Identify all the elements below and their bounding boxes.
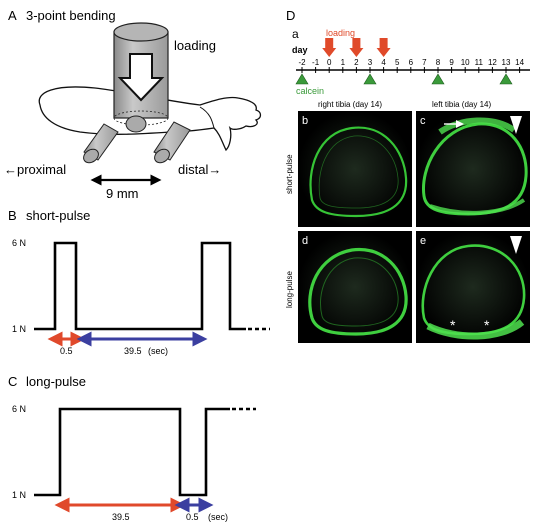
loading-day-arrow-icon: [376, 38, 391, 57]
timeline-calcein-label: calcein: [296, 86, 324, 96]
timeline-day-number: 7: [422, 58, 427, 67]
micrograph-d-label: d: [302, 235, 308, 247]
timeline-day-number: -1: [312, 58, 320, 67]
asterisk-icon: *: [484, 317, 490, 333]
timeline-day-label: day: [292, 45, 308, 55]
panel-a-title: 3-point bending: [26, 8, 116, 23]
c-y-high-label: 6 N: [12, 404, 26, 414]
calcein-day-triangle-icon: [431, 73, 445, 85]
arrowhead-marker-icon: [510, 236, 522, 254]
calcein-day-triangle-icon: [363, 73, 377, 85]
loading-day-arrow-icon: [322, 38, 337, 57]
distal-label: distal→: [178, 162, 221, 177]
micrograph-c: c: [416, 111, 530, 227]
b-y-high-label: 6 N: [12, 238, 26, 248]
b-y-low-label: 1 N: [12, 324, 26, 334]
timeline-day-number: 8: [436, 58, 441, 67]
calcein-day-triangle-icon: [499, 73, 513, 85]
span-label: 9 mm: [106, 186, 139, 201]
timeline-day-number: 5: [395, 58, 400, 67]
timeline-day-number: 1: [341, 58, 346, 67]
loading-day-arrow-icon: [349, 38, 364, 57]
b-short-duration-label: 0.5: [60, 346, 73, 356]
timeline-day-number: 14: [515, 58, 524, 67]
panel-c-title: long-pulse: [26, 374, 86, 389]
micrograph-b-label: b: [302, 115, 308, 127]
panel-c-letter: C: [8, 374, 17, 389]
b-force-waveform: [34, 241, 246, 331]
panel-b-title: short-pulse: [26, 208, 90, 223]
timeline-loading-label: loading: [326, 28, 355, 38]
timeline-day-number: 9: [449, 58, 454, 67]
row-label-long-pulse: long-pulse: [285, 271, 294, 308]
c-y-low-label: 1 N: [12, 490, 26, 500]
panel-b-letter: B: [8, 208, 17, 223]
loading-label: loading: [174, 38, 216, 53]
timeline-day-number: 2: [354, 58, 359, 67]
timeline-day-number: -2: [298, 58, 306, 67]
b-long-duration-label: 39.5: [124, 346, 142, 356]
micrograph-e: * * e: [416, 231, 530, 343]
b-unit-label: (sec): [148, 346, 168, 356]
limb-crease: [199, 106, 215, 129]
timeline-day-number: 6: [409, 58, 414, 67]
panel-d-sub-letter: a: [292, 27, 299, 41]
loading-cylinder: [113, 22, 169, 133]
timeline-day-number: 0: [327, 58, 332, 67]
timeline-day-number: 13: [502, 58, 511, 67]
micrograph-b: b: [298, 111, 412, 227]
micrograph-e-label: e: [420, 235, 426, 247]
support-rod-proximal: [83, 123, 119, 164]
timeline-day-number: 3: [368, 58, 373, 67]
calcein-day-triangle-icon: [295, 73, 309, 85]
col-label-left-tibia: left tibia (day 14): [432, 100, 491, 109]
timeline-day-number: 10: [461, 58, 470, 67]
c-long-duration-label: 39.5: [112, 512, 130, 522]
panel-a: A 3-point bending loading ←proximal dist…: [4, 8, 262, 201]
panel-d-letter: D: [286, 8, 295, 23]
panel-a-letter: A: [8, 8, 17, 23]
col-label-right-tibia: right tibia (day 14): [318, 100, 382, 109]
panel-c: C long-pulse 6 N 1 N 39.5 0.5 (sec): [8, 374, 256, 522]
proximal-label: ←proximal: [4, 162, 66, 177]
asterisk-icon: *: [450, 317, 456, 333]
arrowhead-marker-icon: [510, 116, 522, 134]
support-rod-distal: [153, 121, 191, 164]
c-force-waveform: [34, 407, 230, 497]
micrograph-d: d: [298, 231, 412, 343]
panel-b: B short-pulse 6 N 1 N 0.5 39.5 (sec): [8, 208, 270, 356]
loading-down-arrow-icon: [117, 53, 165, 102]
c-unit-label: (sec): [208, 512, 228, 522]
c-short-duration-label: 0.5: [186, 512, 199, 522]
micrograph-c-label: c: [420, 115, 426, 127]
timeline-day-number: 11: [475, 58, 484, 67]
timeline-day-number: 4: [381, 58, 386, 67]
row-label-short-pulse: short-pulse: [285, 154, 294, 194]
arrow-head-icon: [456, 120, 464, 128]
timeline-day-number: 12: [488, 58, 497, 67]
